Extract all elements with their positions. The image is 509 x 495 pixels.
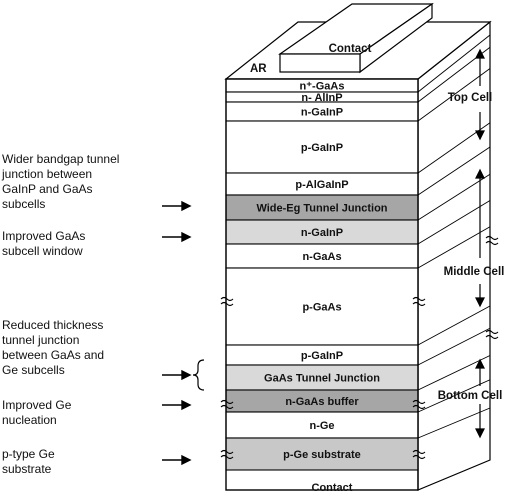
layer-label: GaAs Tunnel Junction [264, 373, 380, 385]
layer-rect [225, 194, 419, 221]
annot-line: Wider bandgap tunnel [2, 152, 119, 166]
layer-rect [225, 364, 419, 391]
annot-line: Ge subcells [2, 363, 65, 377]
layer-label: n-Ge [309, 420, 334, 432]
contact-bottom-label: Contact [312, 482, 353, 494]
bottom-cell-label: Bottom Cell [438, 390, 503, 402]
layer-label: n-GaAs buffer [285, 396, 359, 408]
side-layer-line [417, 407, 491, 439]
middle-cell-label: Middle Cell [444, 266, 505, 278]
side-layer-line [417, 68, 491, 122]
layer-rect [225, 267, 419, 346]
layer-rect [225, 120, 419, 174]
layer-rect [225, 243, 419, 269]
annot-line: between GaAs and [2, 348, 104, 362]
annot-line: subcell window [2, 244, 83, 258]
annot-line: GaInP and GaAs [2, 182, 93, 196]
annot-line: Improved Ge [2, 398, 72, 412]
layer-label: n-GaAs [302, 251, 341, 263]
ar-label: AR [250, 63, 267, 75]
side-layer-line [417, 327, 491, 366]
stack-front-outline [225, 78, 419, 491]
annot-line: nucleation [2, 413, 57, 427]
bottom-cell-bracket [475, 358, 485, 439]
annot-line: junction between [1, 167, 92, 181]
top-cell-label: Top Cell [448, 92, 493, 104]
layer-label: p-AlGaInP [295, 179, 348, 191]
layer-label: n-GaInP [301, 227, 343, 239]
pointer-arrows [162, 200, 192, 466]
top-cell-bracket [475, 48, 485, 141]
layer-label: p-Ge substrate [283, 449, 361, 461]
side-layer-line [417, 305, 491, 346]
layer-label: Wide-Eg Tunnel Junction [256, 203, 387, 215]
side-layer-line [417, 173, 491, 221]
layer-label: p-GaInP [301, 350, 343, 362]
layer-label: n- AlInP [301, 92, 342, 104]
side-layer-line [417, 355, 491, 391]
side-layer-line [417, 379, 491, 413]
annot-line: Reduced thickness [2, 318, 103, 332]
contact-top-label: Contact [329, 43, 372, 55]
curly-brace [192, 359, 205, 391]
break-marks [220, 235, 499, 460]
annot-line: Improved GaAs [2, 229, 85, 243]
layer-label: n-GaInP [301, 107, 343, 119]
layer-label: p-GaInP [301, 142, 343, 154]
side-layer-line [417, 34, 491, 93]
annot-line: p-type Ge [2, 447, 55, 461]
layer-label: n⁺-GaAs [300, 81, 345, 93]
side-layer-line [417, 200, 491, 245]
annot-line: substrate [2, 462, 52, 476]
contact-front-face [279, 53, 361, 73]
side-layer-line [417, 146, 491, 196]
side-layer-line [417, 226, 491, 269]
annot-line: subcells [2, 197, 45, 211]
annot-line: tunnel junction [2, 333, 79, 347]
layer-label: p-GaAs [302, 302, 341, 314]
middle-cell-bracket [475, 168, 485, 308]
